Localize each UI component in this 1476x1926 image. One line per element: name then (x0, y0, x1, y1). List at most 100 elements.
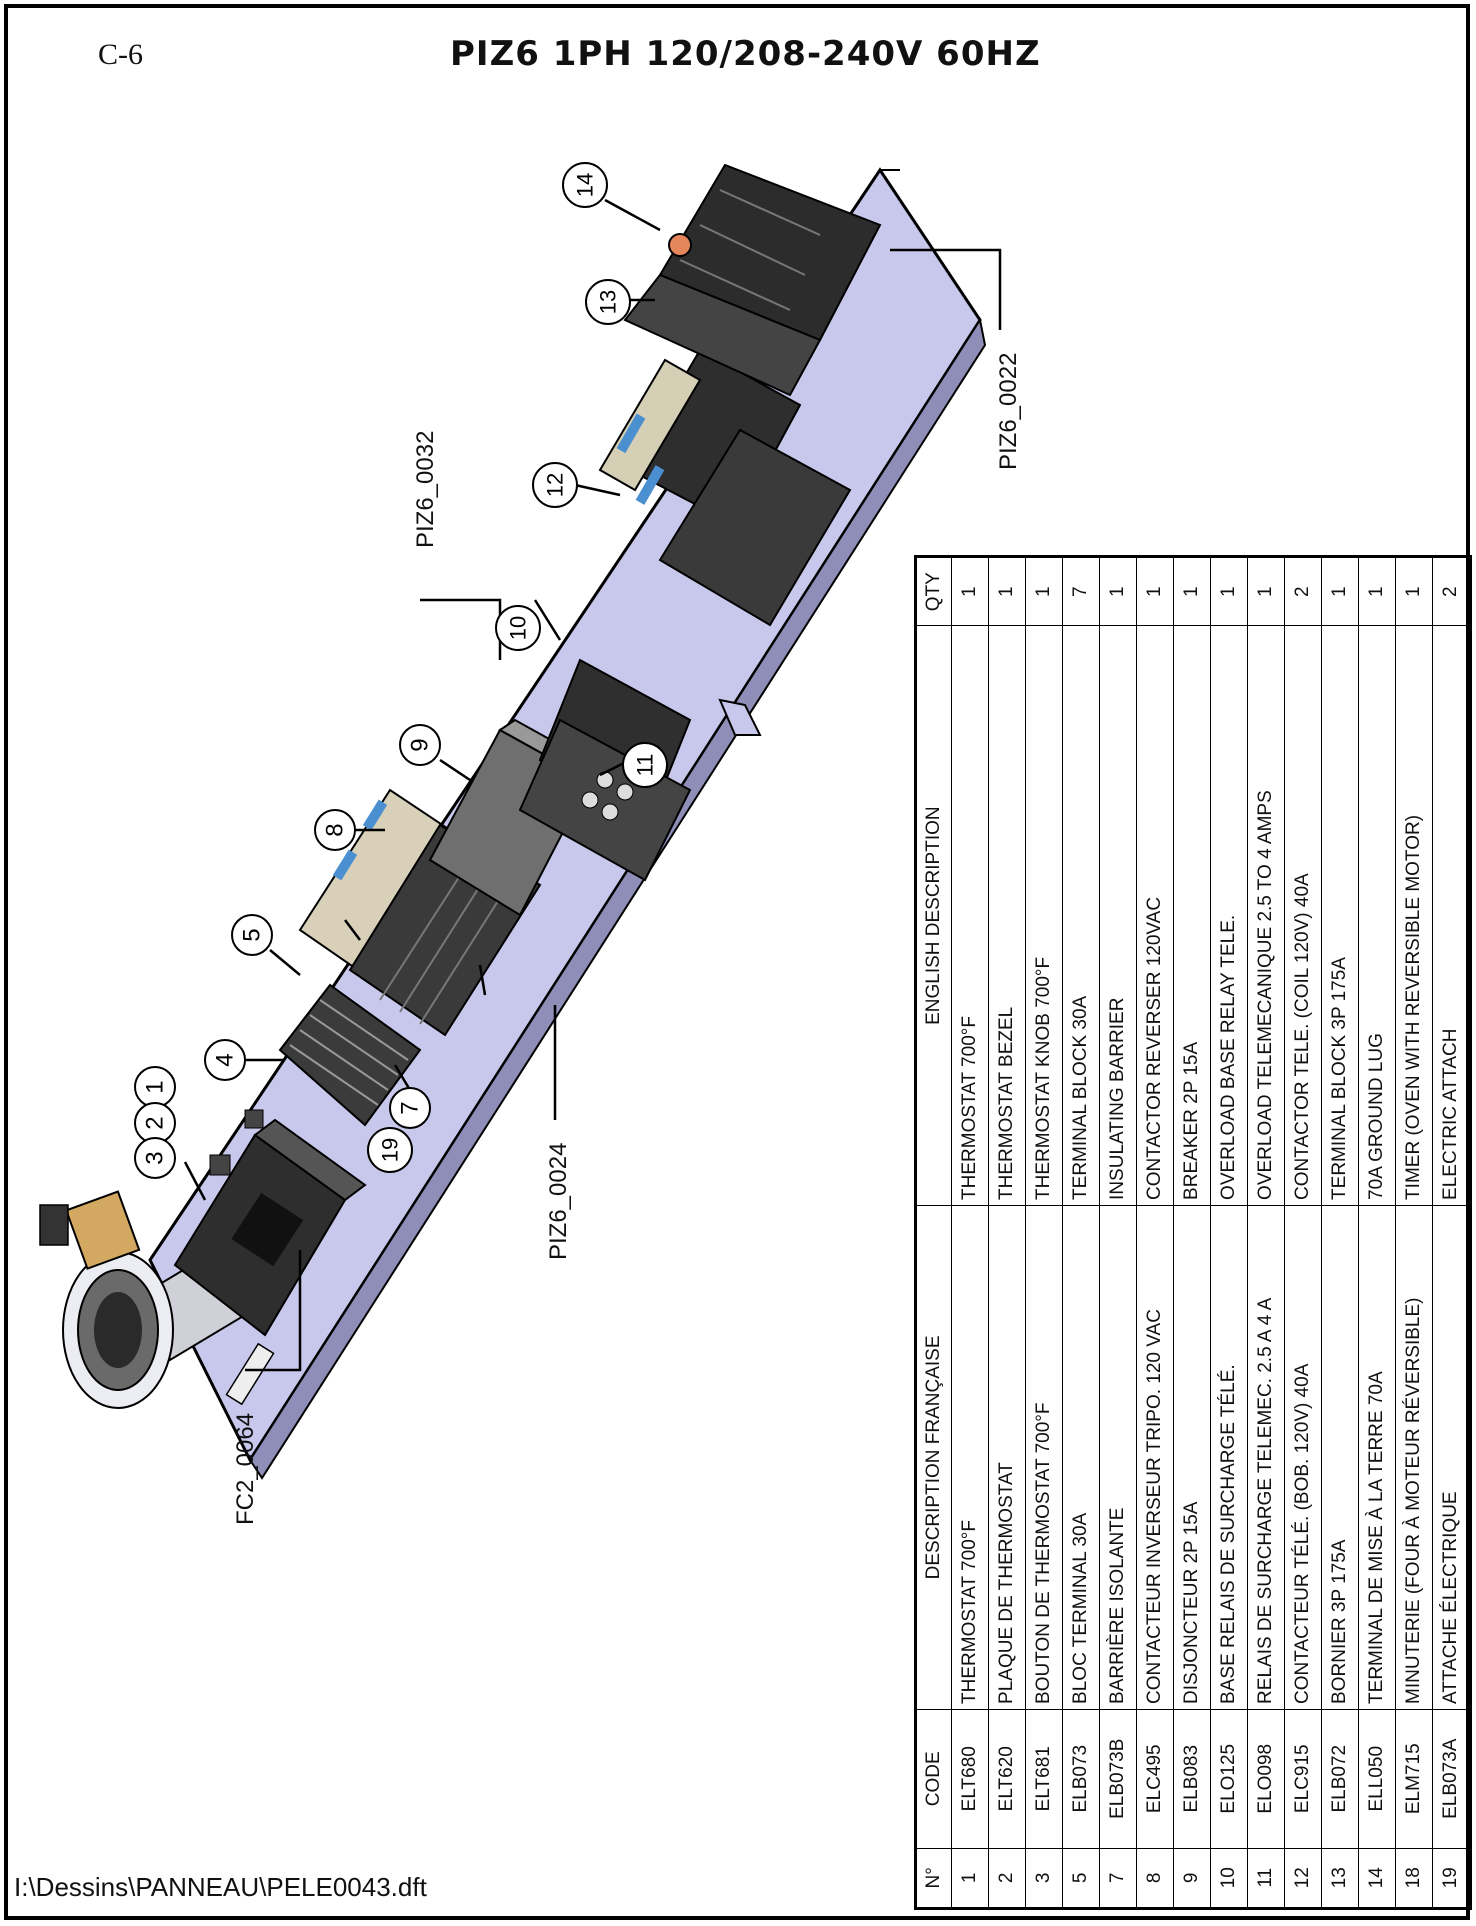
cell-code: ELT681 (1025, 1709, 1063, 1849)
cell-description-fr: RELAIS DE SURCHARGE TELEMEC. 2.5 A 4 A (1247, 1205, 1285, 1710)
cell-no: 2 (988, 1848, 1026, 1909)
cell-qty: 2 (1284, 556, 1322, 626)
cell-description-fr: ATTACHE ÉLECTRIQUE (1432, 1205, 1471, 1710)
callout-5: 5 (231, 914, 273, 956)
cell-description-fr: BLOC TERMINAL 30A (1062, 1205, 1100, 1710)
svg-text:7: 7 (397, 1101, 424, 1114)
cell-code: ELB073B (1099, 1709, 1137, 1849)
callout-19: 19 (367, 1127, 413, 1173)
cell-qty: 2 (1432, 556, 1471, 626)
plate-flange (248, 317, 987, 1480)
cell-no: 5 (1062, 1848, 1100, 1909)
header-qty: QTY (915, 556, 952, 626)
cell-qty: 1 (1136, 556, 1174, 626)
cell-code: ELT620 (988, 1709, 1026, 1849)
callout-12: 12 (532, 462, 578, 508)
cell-no: 9 (1173, 1848, 1211, 1909)
cell-description-en: TERMINAL BLOCK 30A (1062, 625, 1100, 1206)
cell-description-fr: DISJONCTEUR 2P 15A (1173, 1205, 1211, 1710)
svg-text:3: 3 (142, 1151, 169, 1164)
cell-description-fr: THERMOSTAT 700°F (951, 1205, 989, 1710)
callout-2: 2 (134, 1102, 176, 1144)
callout-14: 14 (562, 162, 608, 208)
callout-3: 3 (134, 1137, 176, 1179)
cell-code: ELB083 (1173, 1709, 1211, 1849)
drawing-title: PIZ6 1PH 120/208-240V 60HZ (450, 34, 1041, 74)
cell-description-en: OVERLOAD BASE RELAY TELE. (1210, 625, 1248, 1206)
cell-description-en: 70A GROUND LUG (1358, 625, 1396, 1206)
cell-no: 1 (951, 1848, 989, 1909)
svg-text:5: 5 (239, 928, 266, 941)
cell-code: ELO098 (1247, 1709, 1285, 1849)
cell-description-fr: BARRIÈRE ISOLANTE (1099, 1205, 1137, 1710)
cell-qty: 1 (1210, 556, 1248, 626)
file-path: I:\Dessins\PANNEAU\PELE0043.dft (14, 1872, 427, 1902)
cell-description-en: INSULATING BARRIER (1099, 625, 1137, 1206)
svg-text:13: 13 (596, 290, 621, 314)
ref-piz6-0022: PIZ6_0022 (995, 352, 1022, 470)
cell-description-fr: BASE RELAIS DE SURCHARGE TÉLÉ. (1210, 1205, 1248, 1710)
callout-7: 7 (389, 1087, 431, 1129)
cell-qty: 1 (1358, 556, 1396, 626)
cell-description-en: TERMINAL BLOCK 3P 175A (1321, 625, 1359, 1206)
cell-code: ELC915 (1284, 1709, 1322, 1849)
svg-text:9: 9 (407, 738, 434, 751)
terminal-blocks (278, 983, 422, 1127)
power-terminal-block (623, 163, 882, 397)
cell-description-fr: MINUTERIE (FOUR À MOTEUR RÉVERSIBLE) (1395, 1205, 1433, 1710)
svg-text:4: 4 (212, 1053, 239, 1066)
cell-qty: 1 (951, 556, 989, 626)
contactors-pair (598, 348, 852, 627)
cell-no: 8 (1136, 1848, 1174, 1909)
cell-code: ELB072 (1321, 1709, 1359, 1849)
callout-1: 1 (134, 1066, 176, 1108)
cell-no: 7 (1099, 1848, 1137, 1909)
svg-text:2: 2 (142, 1116, 169, 1129)
cell-description-fr: BOUTON DE THERMOSTAT 700°F (1025, 1205, 1063, 1710)
svg-text:19: 19 (378, 1138, 403, 1162)
callout-8: 8 (314, 809, 356, 851)
cell-qty: 1 (1247, 556, 1285, 626)
svg-text:14: 14 (573, 173, 598, 197)
header-no: N° (915, 1848, 952, 1909)
cell-no: 11 (1247, 1848, 1285, 1909)
callout-10: 10 (495, 605, 541, 651)
svg-text:12: 12 (543, 473, 568, 497)
cell-description-fr: PLAQUE DE THERMOSTAT (988, 1205, 1026, 1710)
cell-description-en: THERMOSTAT BEZEL (988, 625, 1026, 1206)
table-header-row: N° CODE DESCRIPTION FRANÇAISE ENGLISH DE… (915, 556, 952, 1909)
cell-code: ELC495 (1136, 1709, 1174, 1849)
cell-description-en: BREAKER 2P 15A (1173, 625, 1211, 1206)
header-code: CODE (915, 1709, 952, 1849)
cell-no: 12 (1284, 1848, 1322, 1909)
cell-description-en: THERMOSTAT KNOB 700°F (1025, 625, 1063, 1206)
svg-text:8: 8 (322, 823, 349, 836)
cell-no: 14 (1358, 1848, 1396, 1909)
svg-text:10: 10 (506, 616, 531, 640)
cell-no: 3 (1025, 1848, 1063, 1909)
cell-no: 13 (1321, 1848, 1359, 1909)
callout-13: 13 (585, 279, 631, 325)
cell-no: 19 (1432, 1848, 1471, 1909)
callout-9: 9 (399, 724, 441, 766)
cell-description-en: CONTACTOR REVERSER 120VAC (1136, 625, 1174, 1206)
parts-table-wrapper: N° CODE DESCRIPTION FRANÇAISE ENGLISH DE… (914, 555, 1472, 1910)
header-description-en: ENGLISH DESCRIPTION (915, 625, 952, 1206)
header-description-fr: DESCRIPTION FRANÇAISE (915, 1205, 952, 1710)
cell-qty: 1 (988, 556, 1026, 626)
cell-qty: 7 (1062, 556, 1100, 626)
cell-code: ELB073A (1432, 1709, 1471, 1849)
